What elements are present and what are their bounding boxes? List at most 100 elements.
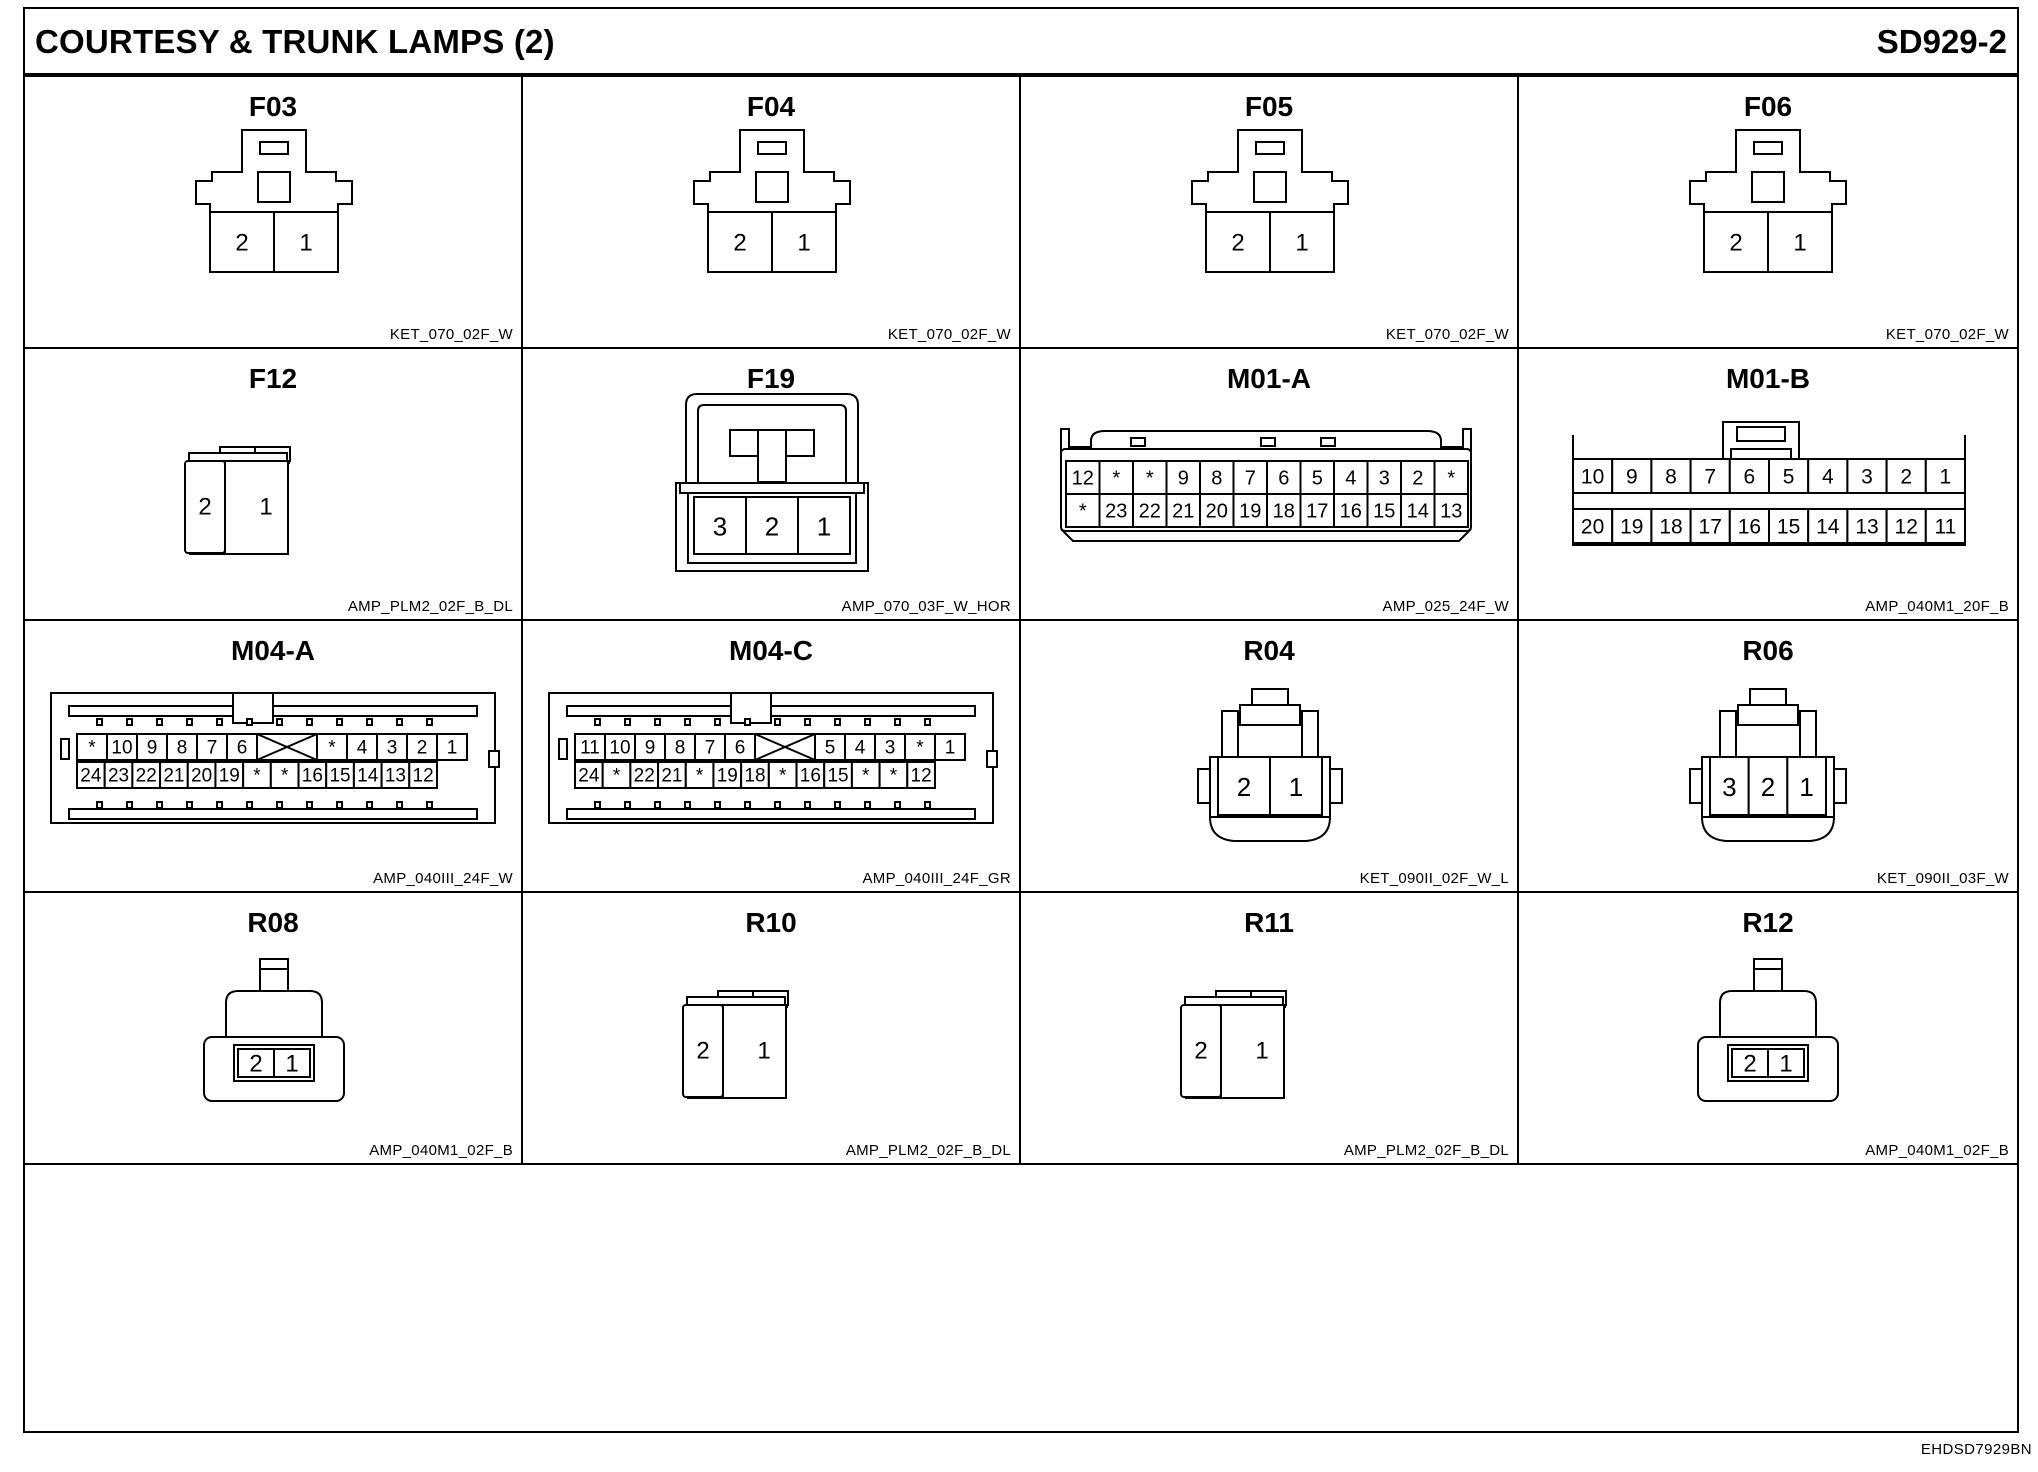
pin-cavity bbox=[214, 761, 245, 789]
pin-cavity bbox=[1299, 460, 1335, 495]
rail-tooth bbox=[156, 801, 163, 809]
pin-cavity bbox=[1924, 458, 1966, 494]
pin-label: 2 bbox=[1237, 772, 1251, 802]
rail-tooth bbox=[594, 801, 601, 809]
pin-label: 9 bbox=[645, 738, 656, 759]
pin-label: 7 bbox=[1245, 468, 1256, 490]
pin-label: 3 bbox=[387, 738, 398, 759]
pin-label: 10 bbox=[1581, 466, 1604, 489]
pin-label: 5 bbox=[1783, 466, 1795, 489]
title-bar: COURTESY & TRUNK LAMPS (2) SD929-2 bbox=[25, 9, 2017, 77]
rail-tooth bbox=[276, 718, 283, 726]
pin-label: 2 bbox=[1743, 1051, 1756, 1078]
latch-arm bbox=[1799, 710, 1817, 758]
pin-cavity bbox=[1768, 508, 1810, 544]
rail-tooth bbox=[894, 718, 901, 726]
rail-tooth bbox=[186, 718, 193, 726]
pin-label: 14 bbox=[1407, 501, 1429, 523]
latch-block bbox=[1239, 704, 1301, 726]
pin-label: 20 bbox=[191, 766, 212, 787]
pin-label: 14 bbox=[357, 766, 379, 787]
pin-cavity bbox=[664, 733, 696, 761]
pin-label: 23 bbox=[108, 766, 129, 787]
pin-label: 3 bbox=[885, 738, 896, 759]
pin-cavity bbox=[934, 733, 966, 761]
pin-label: 18 bbox=[1273, 501, 1295, 523]
rail-tooth bbox=[396, 718, 403, 726]
pin-cavity bbox=[273, 1048, 311, 1078]
rail-tooth bbox=[834, 801, 841, 809]
pin-label: 1 bbox=[299, 230, 312, 257]
rail-tooth bbox=[894, 801, 901, 809]
latch-bar bbox=[188, 452, 288, 462]
pin-label: 6 bbox=[1744, 466, 1756, 489]
pin-cavity bbox=[1885, 508, 1927, 544]
pin-label: 18 bbox=[1659, 516, 1682, 539]
rail-tooth bbox=[804, 718, 811, 726]
pin-cavity bbox=[273, 211, 339, 273]
pin-cavity bbox=[693, 496, 747, 555]
pin-cavity bbox=[406, 733, 438, 761]
rail-tooth bbox=[336, 801, 343, 809]
latch-bar bbox=[686, 996, 786, 1006]
housing-base bbox=[1060, 528, 1472, 542]
pin-cavity bbox=[76, 733, 108, 761]
pin-label: 21 bbox=[1172, 501, 1194, 523]
rail-tooth bbox=[684, 718, 691, 726]
blank-cross bbox=[754, 733, 816, 761]
connector-type-code: AMP_PLM2_02F_B_DL bbox=[347, 598, 513, 615]
pin-cavity bbox=[352, 761, 383, 789]
connector-type-code: KET_090II_02F_W_L bbox=[1359, 870, 1509, 887]
pin-cavity bbox=[1366, 493, 1402, 528]
pin-label: 16 bbox=[1340, 501, 1362, 523]
pin-label: 1 bbox=[285, 1051, 298, 1078]
pin-cavity bbox=[1269, 211, 1335, 273]
latch-arch bbox=[1060, 428, 1472, 459]
pin-label: 19 bbox=[1239, 501, 1261, 523]
pin-cavity bbox=[408, 761, 438, 789]
pin-label: 1 bbox=[447, 738, 458, 759]
pin-cavity bbox=[237, 1048, 275, 1078]
pin-cavity bbox=[159, 761, 189, 789]
pin-label: 11 bbox=[580, 738, 600, 759]
plm-gap bbox=[1221, 1011, 1241, 1039]
connector-type-code: AMP_040M1_20F_B bbox=[1865, 598, 2009, 615]
blank-cross bbox=[256, 733, 318, 761]
pin-label: 24 bbox=[80, 766, 102, 787]
latch-window bbox=[1253, 171, 1287, 203]
pin-label: 3 bbox=[713, 512, 727, 542]
pin-cavity bbox=[131, 761, 162, 789]
pin-cavity bbox=[136, 733, 168, 761]
pin-label: 3 bbox=[1379, 468, 1390, 490]
rail-tooth bbox=[426, 801, 433, 809]
latch-arm bbox=[1221, 710, 1239, 758]
rail-bottom bbox=[68, 808, 478, 820]
pin-cavity bbox=[1269, 756, 1323, 816]
pin-cavity bbox=[707, 211, 773, 273]
pin-cavity bbox=[823, 761, 853, 789]
pin-label: * bbox=[1447, 468, 1455, 490]
latch-window bbox=[1751, 171, 1785, 203]
latch-tab bbox=[1753, 141, 1783, 155]
rail-tooth bbox=[864, 718, 871, 726]
pin-cavity bbox=[1266, 460, 1302, 495]
